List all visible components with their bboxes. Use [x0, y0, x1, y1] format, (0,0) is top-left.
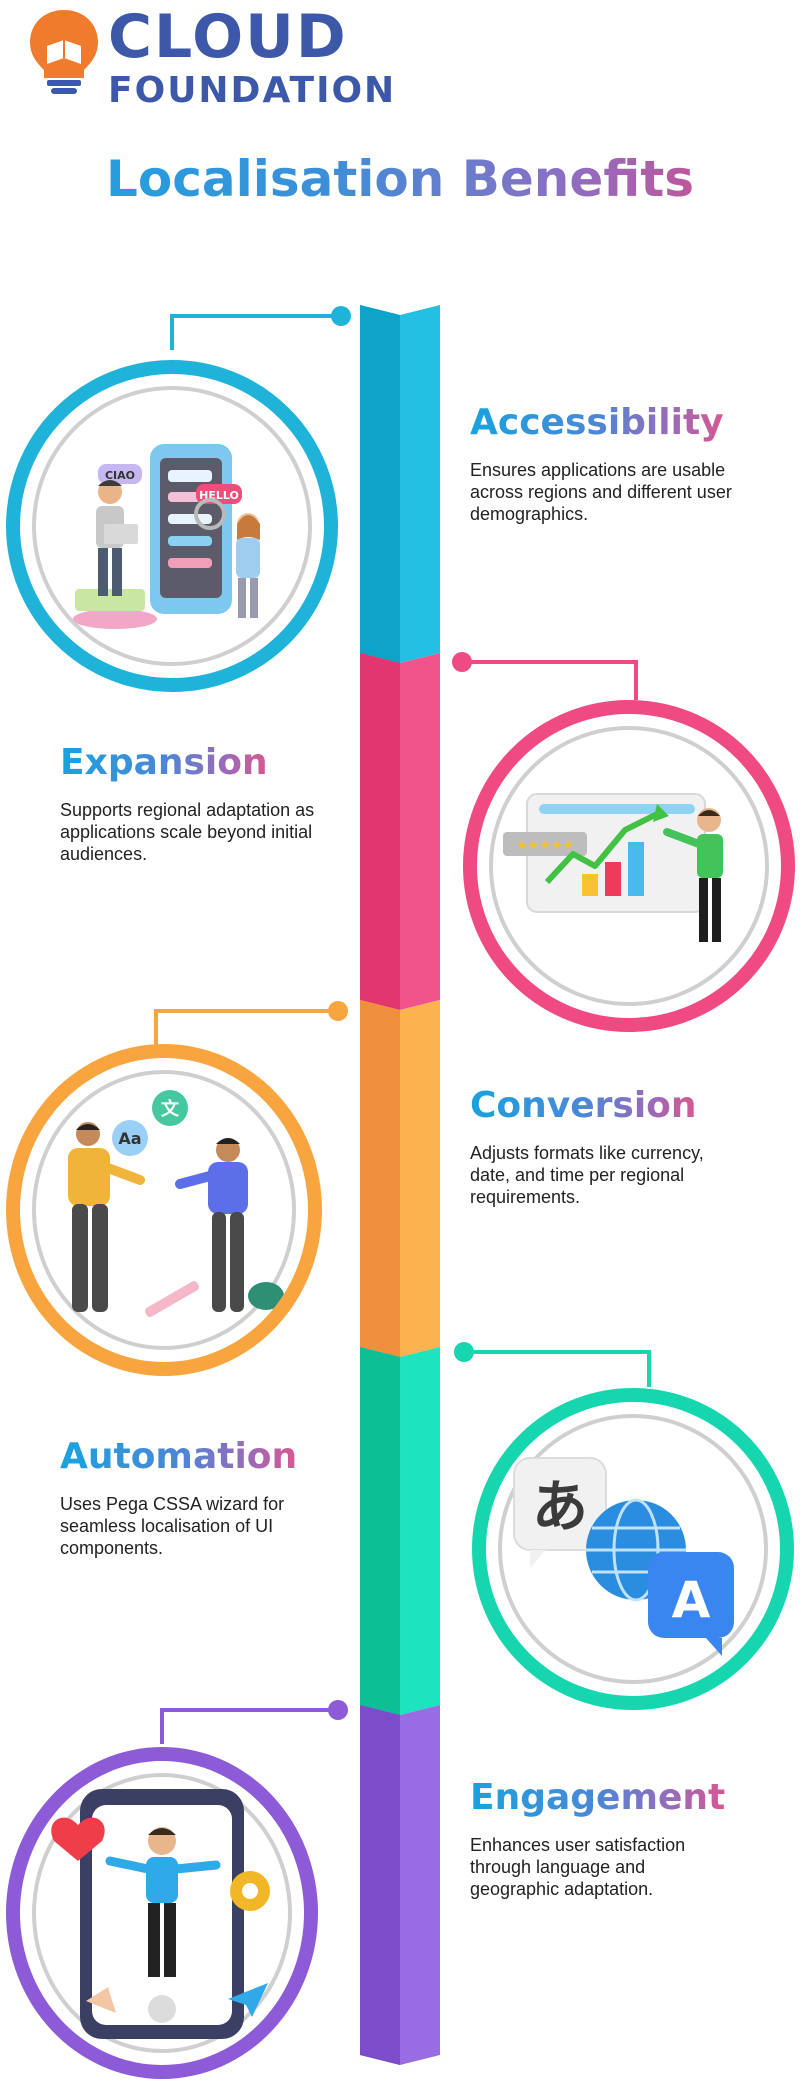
conversion-description: Adjusts formats like currency, date, and… [470, 1143, 704, 1207]
expansion-illustration-frame: ★★★★★ [463, 700, 795, 1032]
page-title: Localisation Benefits [0, 150, 800, 208]
accessibility-description: Ensures applications are usable across r… [470, 460, 732, 524]
automation-illustration-frame: あ A [472, 1388, 794, 1710]
two-people-translating-illustration: Aa 文 [32, 1070, 296, 1350]
hiragana-a-glyph: あ [532, 1475, 588, 1540]
aa-bubble-text: Aa [118, 1129, 141, 1148]
people-with-phone-chat-illustration: CIAO HELLO [32, 386, 312, 666]
timeline-ribbon [360, 305, 440, 2065]
latin-a-glyph: A [672, 1571, 711, 1629]
expansion-heading: Expansion [60, 742, 268, 783]
automation-description: Uses Pega CSSA wizard for seamless local… [60, 1494, 285, 1558]
lightbulb-book-icon [30, 10, 98, 94]
social-media-phone-illustration [32, 1773, 292, 2053]
ciao-bubble-text: CIAO [105, 469, 135, 482]
engagement-illustration-frame [6, 1747, 318, 2079]
brand-name-line1: CLOUD [108, 2, 348, 72]
heart-icon [51, 1817, 105, 1861]
engagement-heading: Engagement [470, 1777, 726, 1818]
accessibility-heading: Accessibility [470, 402, 724, 443]
growth-chart-presenter-illustration: ★★★★★ [489, 726, 769, 1006]
automation-heading: Automation [60, 1436, 298, 1477]
brand-name-line2: FOUNDATION [108, 70, 397, 111]
expansion-description: Supports regional adaptation as applicat… [60, 800, 315, 864]
conversion-heading: Conversion [470, 1085, 697, 1126]
send-icon [228, 1983, 268, 2017]
rating-stars: ★★★★★ [516, 838, 574, 853]
translation-globe-icons-illustration: あ A [498, 1414, 768, 1684]
conversion-illustration-frame: Aa 文 [6, 1044, 322, 1376]
engagement-description: Enhances user satisfaction through langu… [470, 1835, 686, 1899]
accessibility-illustration-frame: CIAO HELLO [6, 360, 338, 692]
wen-bubble-text: 文 [161, 1098, 180, 1120]
